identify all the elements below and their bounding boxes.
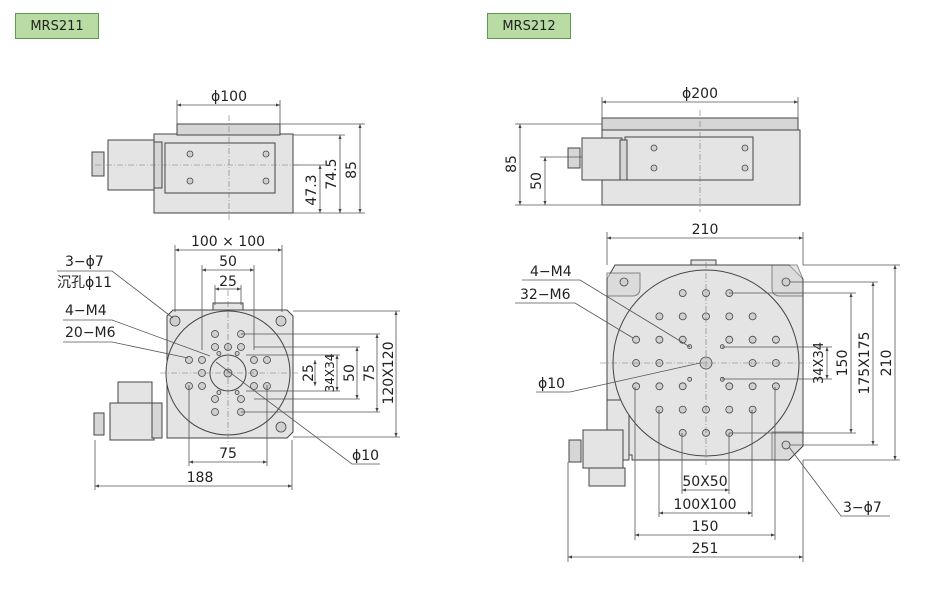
threaded-hole [725, 382, 734, 391]
label-m4: 4−M4 [530, 264, 572, 280]
threaded-hole [237, 343, 245, 351]
dim-height-85: 85 [504, 155, 520, 173]
label-m6: 20−M6 [65, 325, 116, 341]
threaded-hole [211, 343, 219, 351]
threaded-hole [632, 382, 640, 391]
dim-bottom-75: 75 [219, 446, 237, 462]
label-center-hole: ϕ10 [352, 448, 379, 464]
dim-diameter: ϕ200 [682, 86, 718, 102]
label-m4: 4−M4 [65, 303, 107, 319]
threaded-hole [655, 312, 664, 321]
dim-v-50: 50 [342, 364, 358, 382]
mrs211-plan-view [57, 245, 400, 490]
threaded-hole [211, 330, 219, 338]
threaded-hole [725, 405, 734, 414]
threaded-hole [655, 405, 664, 414]
dim-diameter: ϕ100 [211, 89, 247, 105]
label-counterbore: 沉孔ϕ11 [57, 275, 112, 291]
dim-pattern-50: 50 [219, 254, 237, 270]
threaded-hole [234, 351, 240, 356]
dim-v-175: 175X175 [857, 331, 873, 394]
threaded-hole [250, 356, 258, 364]
threaded-hole [725, 335, 734, 344]
threaded-hole [725, 312, 734, 321]
threaded-hole [678, 428, 687, 437]
dim-b-50: 50X50 [682, 474, 727, 490]
threaded-hole [237, 395, 245, 403]
threaded-hole [748, 335, 757, 344]
threaded-hole [263, 356, 271, 364]
threaded-hole [678, 405, 687, 414]
dim-v-120: 120X120 [381, 341, 397, 404]
label-m6: 32−M6 [520, 287, 571, 303]
threaded-hole [211, 395, 219, 403]
label-mount-holes: 3−ϕ7 [843, 500, 882, 516]
threaded-hole [687, 376, 693, 382]
dim-height-74: 74.5 [324, 158, 340, 189]
dim-b-100: 100X100 [673, 497, 736, 513]
dim-height-47: 47.3 [304, 174, 320, 205]
mrs212-side-view [515, 97, 801, 212]
threaded-hole [234, 390, 240, 395]
label-center-hole: ϕ10 [538, 376, 565, 392]
dim-pattern-100: 100 × 100 [191, 234, 265, 250]
dim-bottom-188: 188 [187, 470, 214, 486]
threaded-hole [216, 390, 222, 395]
threaded-hole [678, 382, 687, 391]
dim-height-85: 85 [344, 161, 360, 179]
threaded-hole [748, 312, 757, 321]
mrs211-side-view [91, 100, 365, 220]
mrs212-plan-view [515, 232, 900, 562]
threaded-hole [772, 382, 780, 391]
dim-b-251: 251 [692, 541, 719, 557]
threaded-hole [632, 335, 640, 344]
dim-v-34: 34X34 [323, 354, 337, 393]
dim-v-75: 75 [362, 364, 378, 382]
threaded-hole [216, 351, 222, 356]
dim-v-25: 25 [301, 364, 317, 382]
threaded-hole [198, 356, 206, 364]
threaded-hole [655, 335, 664, 344]
threaded-hole [748, 405, 757, 414]
threaded-hole [211, 408, 219, 416]
threaded-hole [772, 335, 780, 344]
dim-pattern-25: 25 [219, 274, 237, 290]
threaded-hole [678, 289, 687, 298]
dim-width-210: 210 [692, 222, 719, 238]
label-mount-holes: 3−ϕ7 [65, 254, 104, 270]
threaded-hole [748, 382, 757, 391]
threaded-hole [655, 382, 664, 391]
dim-height-50: 50 [529, 172, 545, 190]
threaded-hole [198, 382, 206, 390]
model-label-mrs212: MRS212 [487, 13, 571, 39]
threaded-hole [678, 312, 687, 321]
dim-v-34: 34X34 [812, 342, 827, 384]
threaded-hole [250, 382, 258, 390]
dim-v-150: 150 [835, 350, 851, 377]
dim-b-150: 150 [692, 519, 719, 535]
dim-height-210: 210 [879, 350, 895, 377]
model-label-mrs211: MRS211 [15, 13, 99, 39]
